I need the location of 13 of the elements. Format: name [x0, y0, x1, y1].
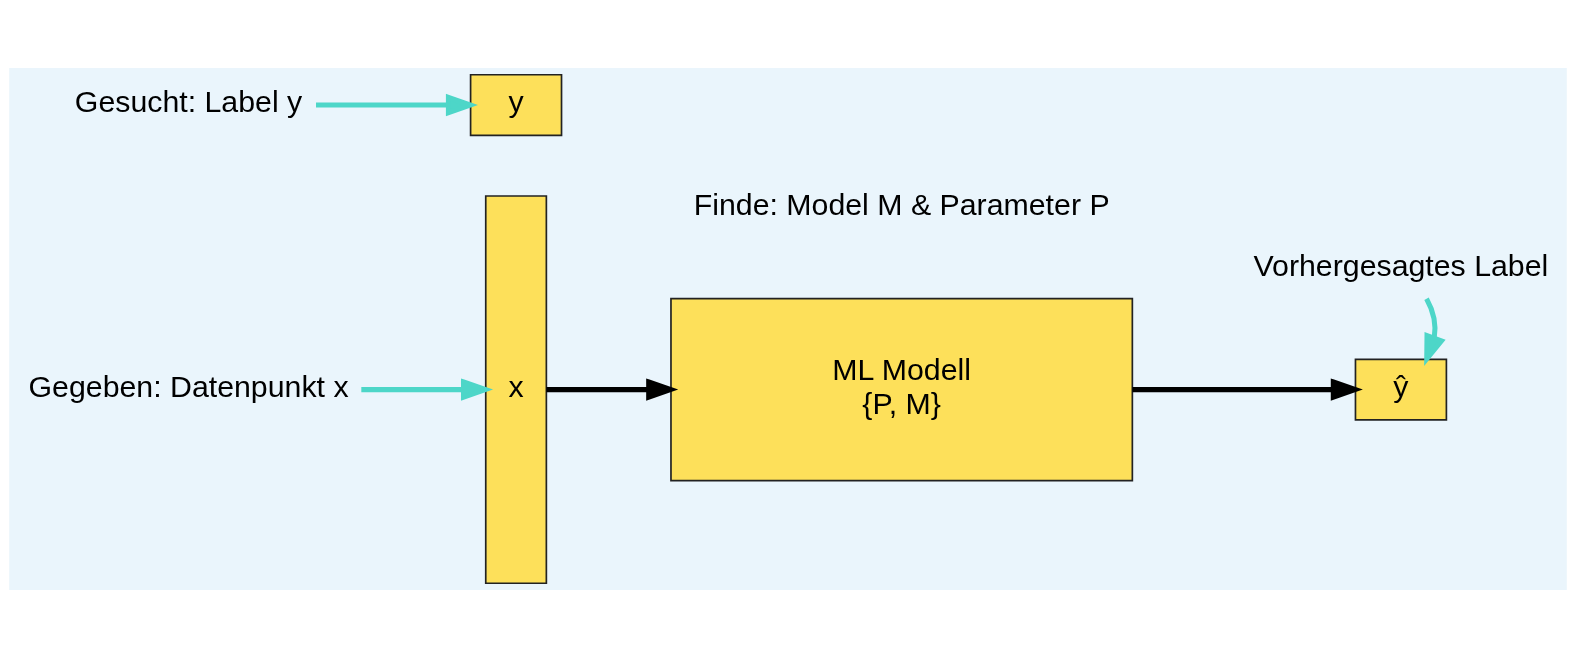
arrow	[1132, 377, 1363, 401]
node-text: Gesucht: Label y	[74, 84, 303, 118]
node-box: x	[484, 194, 548, 584]
arrow	[1424, 297, 1446, 366]
node-box: ŷ	[1354, 357, 1448, 421]
arrow	[361, 377, 494, 401]
node-box: y	[469, 73, 563, 136]
arrow	[546, 377, 679, 401]
node-text: Gegeben: Datenpunkt x	[28, 369, 349, 403]
arrow	[316, 93, 478, 116]
node-text: Vorhergesagtes Label	[1253, 248, 1549, 282]
label: Finde: Model M & Parameter P	[693, 187, 1110, 221]
node-box: ML Modell {P, M}	[670, 297, 1134, 481]
